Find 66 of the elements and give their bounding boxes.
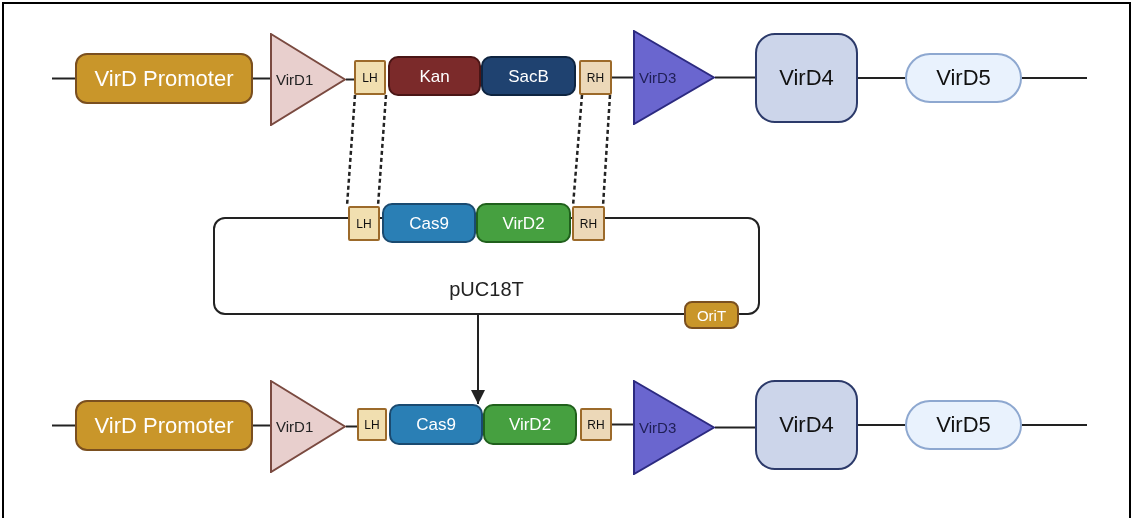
gene-box xyxy=(382,203,476,243)
gene-box xyxy=(481,56,576,96)
gene-label: LH xyxy=(356,217,372,230)
dna-line xyxy=(714,76,756,79)
gene-label: Cas9 xyxy=(416,416,456,433)
gene-label: LH xyxy=(364,418,380,431)
dashed-connector xyxy=(571,94,584,207)
gene-label: Cas9 xyxy=(409,214,449,232)
gene-label: RH xyxy=(587,418,605,431)
homology-arm-box xyxy=(572,206,605,241)
gene-label: VirD2 xyxy=(508,416,552,433)
dna-line xyxy=(714,426,756,429)
dna-line xyxy=(857,77,906,79)
gene-label: RH xyxy=(579,217,598,230)
gene-label: VirD2 xyxy=(502,214,545,232)
homology-arm-box xyxy=(354,60,386,95)
gene-label: VirD Promoter xyxy=(94,414,234,437)
dna-line xyxy=(51,424,76,427)
gene-box xyxy=(755,380,858,470)
gene-box xyxy=(389,404,483,445)
gene-label: Kan xyxy=(419,67,450,85)
dna-line xyxy=(345,78,355,81)
gene-box xyxy=(483,404,577,445)
homology-arm-box xyxy=(348,206,380,241)
gene-triangle xyxy=(633,380,715,475)
gene-label: VirD3 xyxy=(639,70,677,85)
gene-label: RH xyxy=(586,71,605,84)
gene-label: VirD5 xyxy=(936,67,991,89)
gene-label: OriT xyxy=(696,307,727,323)
gene-label: VirD4 xyxy=(779,414,834,436)
dna-line xyxy=(345,425,358,428)
dna-line xyxy=(51,77,76,80)
dashed-connector xyxy=(601,94,612,207)
gene-label: VirD5 xyxy=(936,414,991,436)
arrow xyxy=(471,314,485,405)
origin-box xyxy=(684,301,739,329)
gene-label: VirD4 xyxy=(779,67,834,89)
dna-line xyxy=(611,76,634,79)
homology-arm-box xyxy=(579,60,612,95)
dna-line xyxy=(611,423,634,426)
dashed-connector xyxy=(376,94,388,207)
dna-line xyxy=(857,424,906,426)
homology-arm-box xyxy=(580,408,612,441)
gene-pill xyxy=(905,53,1022,103)
dna-line xyxy=(1021,424,1088,426)
promoter-box xyxy=(75,53,253,104)
gene-triangle xyxy=(633,30,715,125)
gene-label: VirD1 xyxy=(276,419,314,434)
dna-line xyxy=(1021,77,1088,79)
gene-label: VirD Promoter xyxy=(94,67,234,90)
gene-box xyxy=(755,33,858,123)
dashed-connector xyxy=(345,94,357,207)
promoter-box xyxy=(75,400,253,451)
homology-arm-box xyxy=(357,408,387,441)
gene-label: VirD1 xyxy=(276,72,314,87)
gene-label: SacB xyxy=(508,67,549,85)
gene-label: VirD3 xyxy=(639,420,677,435)
dna-line xyxy=(252,424,271,427)
dna-line xyxy=(252,77,271,80)
gene-triangle xyxy=(270,380,346,473)
gene-triangle xyxy=(270,33,346,126)
gene-box xyxy=(388,56,481,96)
gene-box xyxy=(476,203,571,243)
gene-pill xyxy=(905,400,1022,450)
gene-label: pUC18T xyxy=(449,279,524,299)
gene-label: LH xyxy=(362,71,378,84)
